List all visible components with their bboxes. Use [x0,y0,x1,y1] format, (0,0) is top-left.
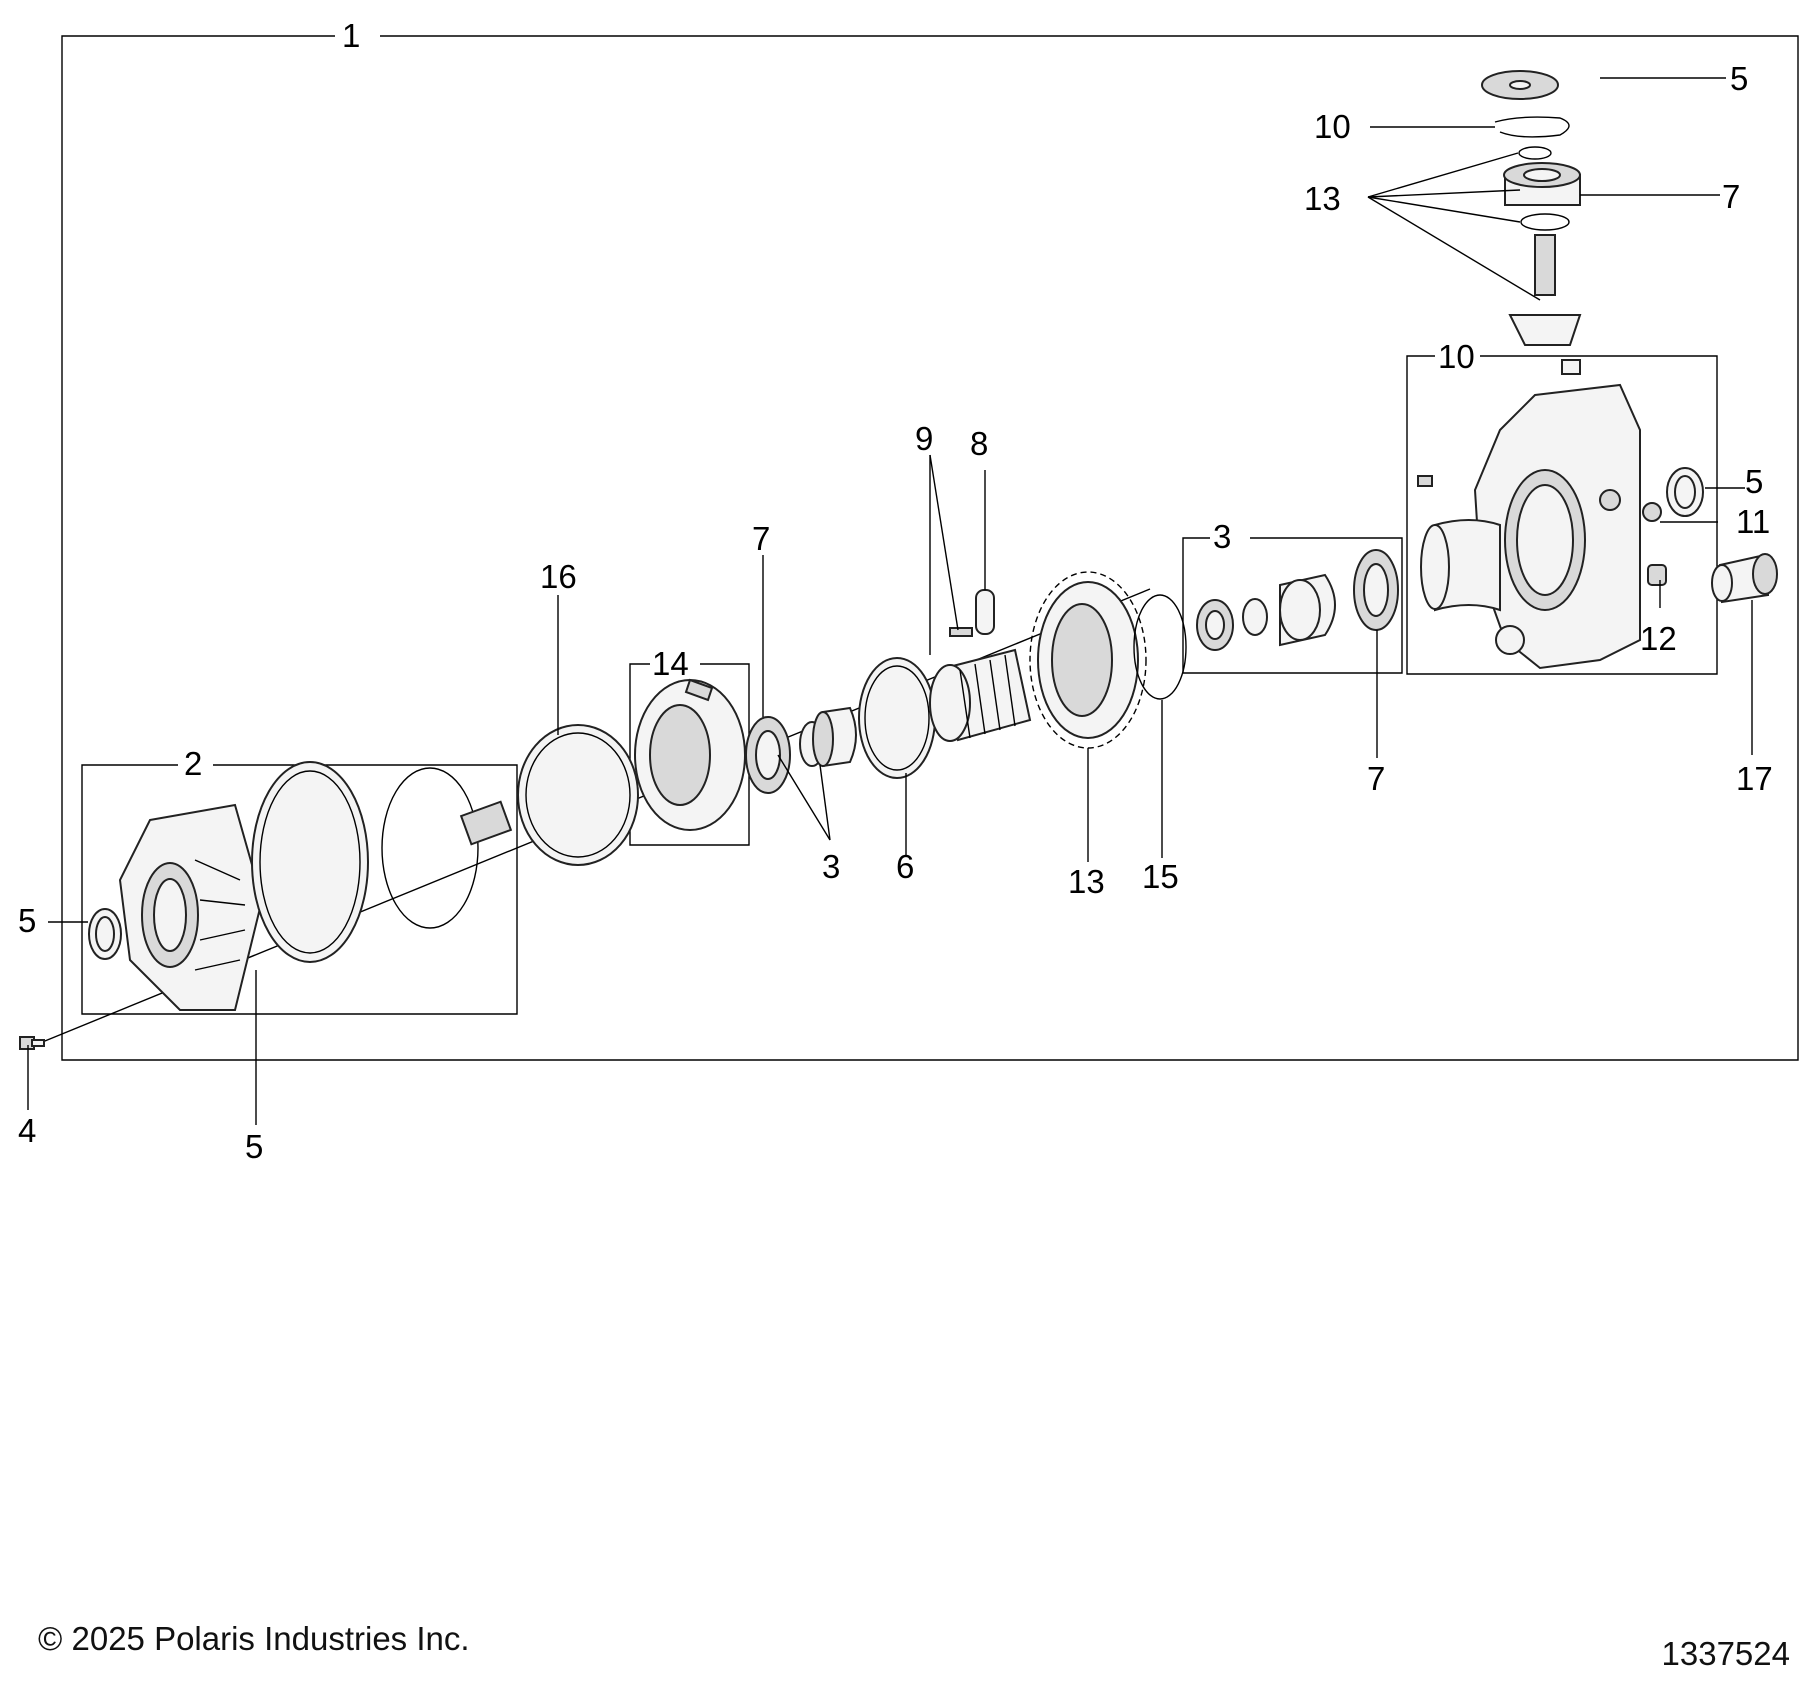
ring-gear-part [1029,571,1147,749]
callout-7-middle: 7 [752,520,770,557]
copyright-text: © 2025 Polaris Industries Inc. [38,1620,470,1657]
seal-right-part [1666,467,1704,517]
fill-plug-part [1647,564,1667,586]
top-bearing-part [1503,162,1581,206]
assembly-box-2 [81,764,518,1015]
thrust-plate-part [517,724,639,866]
bearing-right-part [1353,549,1399,631]
output-coupler-part [1711,553,1778,604]
leader-lines [27,77,1753,1125]
callout-1: 1 [342,17,360,54]
armature-part [634,678,746,831]
callout-16: 16 [540,558,577,595]
pin-part [975,589,995,635]
clutch-plate-part [858,657,936,779]
callout-14: 14 [652,645,689,682]
callout-11: 11 [1736,503,1770,540]
assembly-box-3-right [1182,537,1403,674]
bushing-set-part [799,706,857,768]
seal-left-part [88,908,122,960]
drain-plug-part [1642,502,1662,522]
housing-sleeve-part [1420,519,1501,612]
main-housing-part [1473,383,1641,670]
callout-13-top: 13 [1304,180,1341,217]
callout-8: 8 [970,425,988,462]
callout-13-bottom: 13 [1068,863,1105,900]
o-ring-part [1133,594,1187,700]
assembly-box-10-right [1406,355,1718,675]
top-snap-ring-part [1494,116,1570,138]
callout-3-right: 3 [1213,518,1231,555]
top-thrust-washer-part [1481,70,1559,100]
top-shim-part [1518,146,1552,160]
assembly-box-14 [629,663,750,846]
callout-5-top: 5 [1730,60,1748,97]
callout-5-right: 5 [1745,463,1763,500]
callout-17: 17 [1736,760,1773,797]
spring-clip-part [949,627,973,637]
callout-4: 4 [18,1112,36,1149]
pinion-gear-part [1508,234,1582,346]
roller-cage-part [929,648,1032,742]
breather-fitting-part [1417,475,1433,487]
callout-10-top: 10 [1314,108,1351,145]
callout-3-middle: 3 [822,848,840,885]
bearing-spacer-set-right-part [1196,573,1336,651]
callout-7-right: 7 [1367,760,1385,797]
bearing-middle-part [745,716,791,794]
lower-shim-part [1520,213,1570,231]
callout-9: 9 [915,420,933,457]
bolt-part [19,1036,45,1050]
assembly-box-1 [61,35,1799,1061]
callout-5-bottom: 5 [245,1128,263,1165]
callout-7-top: 7 [1722,178,1740,215]
callout-10-box: 10 [1438,338,1475,375]
callout-6: 6 [896,848,914,885]
housing-cover-part [118,803,264,1011]
pinion-bushing-part [1561,359,1581,375]
callout-2: 2 [184,745,202,782]
callout-12: 12 [1640,620,1677,657]
callout-15: 15 [1142,858,1179,895]
drawing-number: 1337524 [1661,1635,1790,1672]
callout-5-left: 5 [18,902,36,939]
cover-gasket-part [251,761,369,963]
sensor-harness-part [381,767,513,929]
